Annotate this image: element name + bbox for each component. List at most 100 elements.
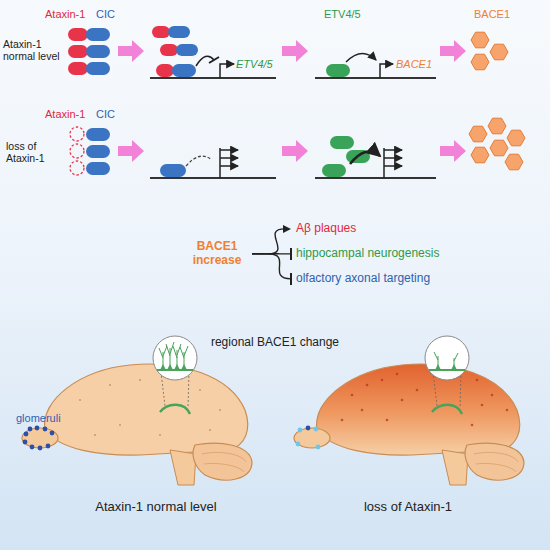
illustration-shape	[507, 130, 525, 146]
illustration-shape	[330, 136, 354, 149]
text-label: Ataxin-1 normal level	[3, 38, 67, 62]
text-label: Ataxin-1	[45, 108, 85, 121]
illustration-shape	[471, 147, 489, 163]
illustration-shape	[351, 394, 354, 397]
illustration-shape	[429, 369, 465, 371]
text-label: loss of Ataxin-1	[6, 140, 62, 164]
illustration-shape	[314, 427, 319, 432]
illustration-shape	[384, 149, 402, 151]
illustration-shape	[23, 426, 55, 451]
illustration-shape	[109, 384, 111, 386]
brain-loss	[294, 336, 524, 485]
effect-connector	[252, 254, 291, 285]
illustration-shape	[118, 40, 144, 62]
illustration-shape	[172, 64, 196, 77]
text-label: Ataxin-1 normal level	[40, 500, 272, 515]
illustration-shape	[68, 45, 88, 58]
text-label: loss of Ataxin-1	[292, 500, 524, 515]
illustration-shape	[150, 177, 276, 179]
connector-line	[252, 253, 291, 255]
illustration-shape	[298, 428, 303, 433]
illustration-shape	[176, 44, 198, 56]
illustration-shape	[86, 145, 110, 158]
illustration-shape	[167, 364, 173, 370]
text-label: CIC	[96, 8, 115, 21]
illustration-shape	[471, 424, 474, 427]
illustration-shape	[425, 336, 469, 380]
illustration-shape	[326, 64, 350, 77]
text-label: CIC	[96, 108, 115, 121]
illustration-shape	[306, 426, 311, 431]
illustration-shape	[186, 156, 212, 166]
illustration-shape	[469, 126, 487, 142]
illustration-shape	[174, 364, 180, 370]
illustration-shape	[471, 54, 489, 70]
illustration-shape	[46, 444, 51, 449]
illustration-shape	[435, 364, 441, 370]
illustration-shape	[435, 364, 457, 370]
illustration-shape	[70, 144, 84, 158]
illustration-shape	[451, 364, 457, 370]
illustration-shape	[119, 424, 121, 426]
illustration-shape	[315, 77, 436, 79]
illustration-shape	[118, 140, 144, 162]
illustration-shape	[150, 77, 276, 79]
illustration-shape	[86, 28, 110, 41]
illustration-shape	[159, 342, 188, 368]
illustration-shape	[70, 127, 84, 141]
illustration-shape	[160, 164, 186, 177]
illustration-shape	[68, 62, 88, 75]
illustration-shape	[341, 373, 509, 427]
effect-node: Aβ plaques	[296, 222, 356, 236]
illustration-shape	[471, 32, 489, 48]
illustration-shape	[160, 44, 178, 56]
illustration-shape	[381, 379, 384, 382]
illustration-shape	[209, 57, 219, 63]
node-text: olfactory axonal targeting	[296, 272, 430, 286]
illustration-shape	[322, 164, 346, 177]
illustration-shape	[23, 440, 28, 445]
illustration-shape	[68, 28, 88, 41]
illustration-shape	[160, 364, 166, 370]
illustration-shape	[383, 148, 385, 178]
illustration-shape	[306, 426, 311, 431]
text-label: glomeruli	[16, 412, 61, 425]
illustration-shape	[460, 372, 461, 408]
brain-normal	[22, 336, 252, 485]
arrow-head	[283, 225, 291, 233]
illustration-shape	[30, 445, 35, 450]
illustration-shape	[35, 426, 40, 431]
illustration-shape	[315, 177, 436, 179]
illustration-shape	[476, 379, 479, 382]
effect-node: BACE1 increase	[186, 240, 248, 268]
illustration-shape	[50, 431, 55, 436]
illustration-shape	[79, 379, 221, 436]
illustration-shape	[38, 446, 43, 451]
illustration-shape	[159, 434, 161, 436]
complex-row-2	[70, 118, 525, 178]
illustration-shape	[346, 53, 376, 62]
node-text: Aβ plaques	[296, 222, 356, 236]
illustration-shape	[139, 379, 141, 381]
illustration-shape	[152, 26, 170, 38]
effect-node: olfactory axonal targeting	[296, 272, 430, 286]
illustration-shape	[294, 364, 524, 485]
illustration-shape	[70, 161, 84, 175]
inhibition-bar	[290, 248, 292, 260]
illustration-shape	[296, 427, 321, 450]
illustration-shape	[209, 429, 211, 431]
illustration-shape	[490, 140, 508, 156]
text-label: regional BACE1 change	[200, 336, 350, 350]
illustration-shape	[491, 394, 494, 397]
illustration-shape	[28, 427, 33, 432]
connector-line	[252, 254, 291, 279]
illustration-shape	[43, 427, 48, 432]
illustration-shape	[401, 399, 404, 402]
illustration-shape	[380, 64, 393, 78]
illustration-shape	[481, 404, 484, 407]
complex-row-1	[68, 26, 508, 78]
text-label: ETV4/5	[236, 58, 273, 71]
illustration-shape	[86, 45, 110, 58]
